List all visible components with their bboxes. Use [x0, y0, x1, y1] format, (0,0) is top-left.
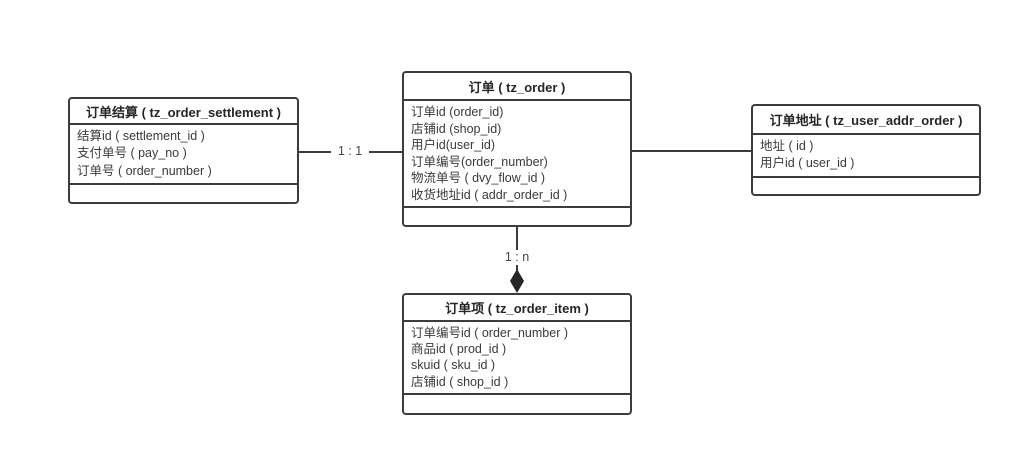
entity-order-settlement: 订单结算 ( tz_order_settlement ) 结算id ( sett…: [68, 97, 299, 204]
field-addr-user-id: 用户id ( user_id ): [760, 156, 855, 171]
field-user-id: 用户id(user_id): [411, 138, 496, 152]
field-prod-id: 商品id ( prod_id ): [411, 342, 507, 357]
field-pay-no: 支付单号 ( pay_no ): [77, 146, 187, 161]
entity-order-settlement-fields: 结算id ( settlement_id ) 支付单号 ( pay_no ) 订…: [70, 125, 297, 186]
field-order-number: 订单号 ( order_number ): [77, 163, 212, 178]
diamond-arrowhead-icon: [510, 269, 524, 293]
relation-line-order-addr: [630, 150, 751, 152]
field-addr-id: 地址 ( id ): [760, 139, 814, 153]
cardinality-label-one-n: 1 : n: [493, 250, 541, 265]
field-item-order-number: 订单编号id ( order_number ): [411, 326, 568, 340]
entity-user-addr-order-title: 订单地址 ( tz_user_addr_order ): [753, 106, 979, 135]
entity-user-addr-order: 订单地址 ( tz_user_addr_order ) 地址 ( id ) 用户…: [751, 104, 981, 196]
entity-order-item-title: 订单项 ( tz_order_item ): [404, 295, 630, 322]
field-item-shop-id: 店铺id ( shop_id ): [411, 374, 509, 389]
entity-order-fields: 订单id (order_id) 店铺id (shop_id) 用户id(user…: [404, 101, 630, 208]
entity-order-item-fields: 订单编号id ( order_number ) 商品id ( prod_id )…: [404, 322, 630, 395]
entity-user-addr-order-footer: [753, 178, 979, 194]
cardinality-label-one-one: 1 : 1: [331, 144, 369, 159]
entity-order-settlement-footer: [70, 185, 297, 202]
entity-order-item: 订单项 ( tz_order_item ) 订单编号id ( order_num…: [402, 293, 632, 415]
entity-order-item-footer: [404, 395, 630, 413]
field-dvy-flow-id: 物流单号 ( dvy_flow_id ): [411, 171, 546, 185]
field-addr-order-id: 收货地址id ( addr_order_id ): [411, 187, 568, 202]
field-order-number: 订单编号(order_number): [411, 154, 548, 169]
field-sku-id: skuid ( sku_id ): [411, 358, 496, 373]
field-settlement-id: 结算id ( settlement_id ): [77, 129, 205, 143]
entity-order-footer: [404, 208, 630, 225]
entity-user-addr-order-fields: 地址 ( id ) 用户id ( user_id ): [753, 135, 979, 178]
entity-order-title: 订单 ( tz_order ): [404, 73, 630, 101]
entity-order: 订单 ( tz_order ) 订单id (order_id) 店铺id (sh…: [402, 71, 632, 227]
entity-order-settlement-title: 订单结算 ( tz_order_settlement ): [70, 99, 297, 125]
field-order-id: 订单id (order_id): [411, 105, 504, 119]
field-shop-id: 店铺id (shop_id): [411, 121, 502, 136]
